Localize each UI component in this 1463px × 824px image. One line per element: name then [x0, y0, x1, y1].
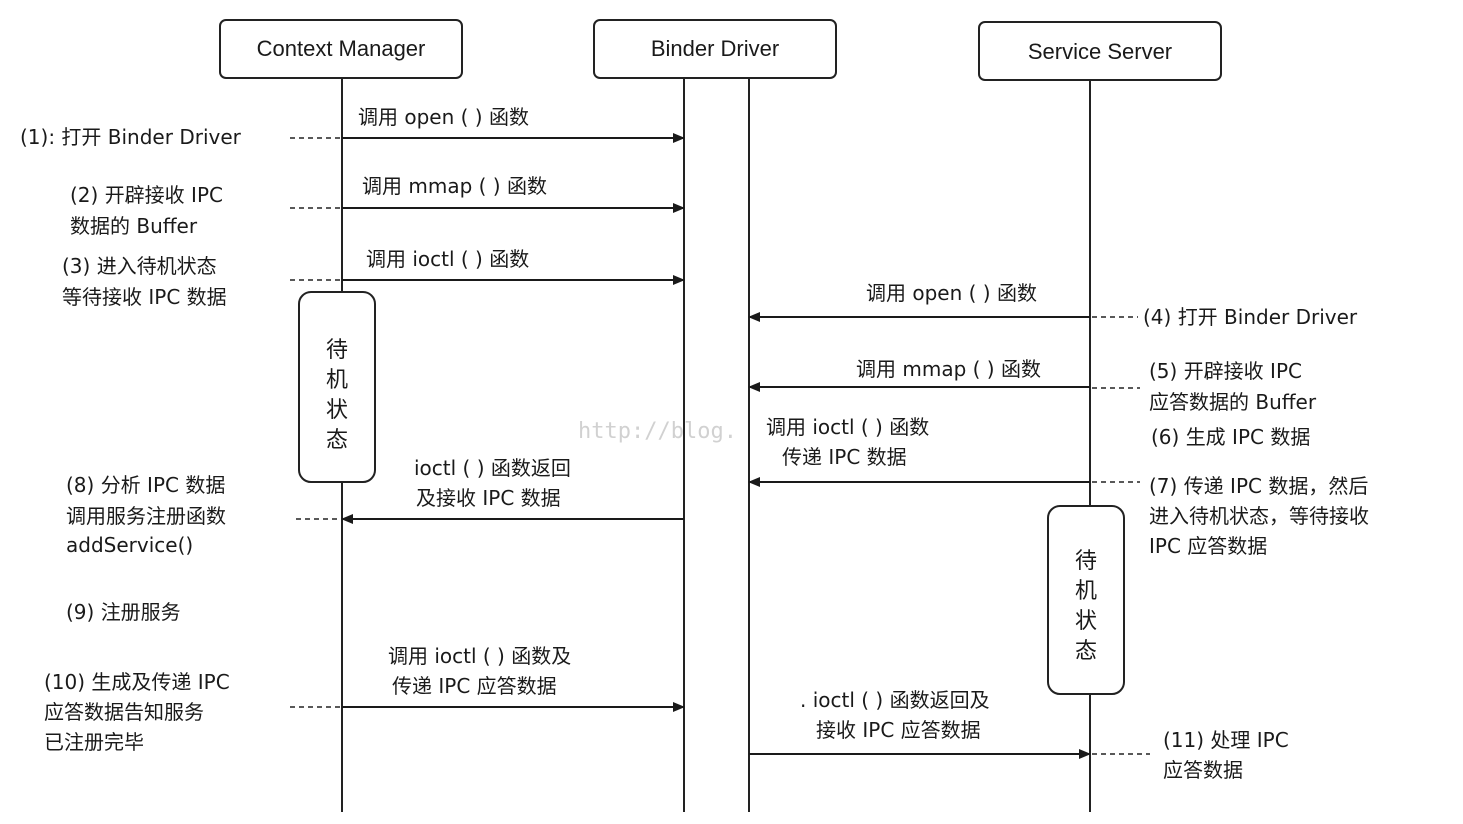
service-server-waiting-state: 待 机 状 态: [1047, 505, 1125, 695]
step-4: (4) 打开 Binder Driver: [1143, 305, 1358, 329]
step-1: (1): 打开 Binder Driver: [20, 125, 242, 149]
step-10-line2: 应答数据告知服务: [44, 700, 204, 724]
participant-service-server: Service Server: [978, 21, 1222, 81]
context-manager-waiting-state: 待 机 状 态: [298, 291, 376, 483]
waiting-char-3: 状: [1075, 609, 1097, 634]
msg-m2: 调用 mmap ( ) 函数: [362, 174, 547, 198]
step-3-line1: (3) 进入待机状态: [62, 254, 217, 278]
step-7-line1: (7) 传递 IPC 数据，然后: [1149, 474, 1368, 498]
step-8-line2: 调用服务注册函数: [66, 504, 226, 528]
msg-m11-line1: . ioctl ( ) 函数返回及: [800, 688, 990, 712]
msg-m10-line1: 调用 ioctl ( ) 函数及: [388, 644, 571, 668]
participant-context-manager: Context Manager: [219, 19, 463, 79]
step-7-line2: 进入待机状态，等待接收: [1149, 504, 1369, 528]
step-10-line1: (10) 生成及传递 IPC: [44, 670, 230, 694]
msg-m5: 调用 mmap ( ) 函数: [856, 357, 1041, 381]
msg-m4: 调用 open ( ) 函数: [866, 281, 1037, 305]
msg-m11-line2: 接收 IPC 应答数据: [816, 718, 981, 742]
binder-driver-label: Binder Driver: [651, 36, 779, 61]
step-10-line3: 已注册完毕: [44, 730, 144, 754]
step-3-line2: 等待接收 IPC 数据: [62, 285, 227, 309]
waiting-char-4: 态: [326, 428, 348, 453]
step-6: (6) 生成 IPC 数据: [1151, 425, 1310, 449]
participant-binder-driver: Binder Driver: [593, 19, 837, 79]
step-5-line2: 应答数据的 Buffer: [1149, 390, 1317, 414]
waiting-char-1: 待: [1075, 549, 1097, 574]
step-9: (9) 注册服务: [66, 600, 181, 624]
waiting-char-2: 机: [1075, 579, 1097, 604]
msg-m6-line2: 传递 IPC 数据: [782, 445, 907, 469]
step-7-line3: IPC 应答数据: [1149, 534, 1267, 558]
context-manager-label: Context Manager: [257, 36, 426, 61]
step-2-line2: 数据的 Buffer: [70, 214, 198, 238]
msg-m3: 调用 ioctl ( ) 函数: [366, 247, 529, 271]
msg-m1: 调用 open ( ) 函数: [358, 105, 529, 129]
msg-m6-line1: 调用 ioctl ( ) 函数: [766, 415, 929, 439]
waiting-char-2: 机: [326, 368, 348, 393]
service-server-label: Service Server: [1028, 39, 1172, 64]
msg-m8-line2: 及接收 IPC 数据: [416, 486, 561, 510]
step-11-line2: 应答数据: [1163, 758, 1243, 782]
step-8-line3: addService(): [66, 533, 193, 557]
waiting-char-4: 态: [1075, 639, 1097, 664]
waiting-char-1: 待: [326, 338, 348, 363]
msg-m10-line2: 传递 IPC 应答数据: [392, 674, 557, 698]
msg-m8-line1: ioctl ( ) 函数返回: [414, 456, 571, 480]
step-2-line1: (2) 开辟接收 IPC: [70, 183, 223, 207]
step-11-line1: (11) 处理 IPC: [1163, 728, 1289, 752]
watermark: http://blog.: [578, 419, 737, 444]
waiting-char-3: 状: [326, 398, 348, 423]
step-5-line1: (5) 开辟接收 IPC: [1149, 359, 1302, 383]
step-8-line1: (8) 分析 IPC 数据: [66, 473, 225, 497]
